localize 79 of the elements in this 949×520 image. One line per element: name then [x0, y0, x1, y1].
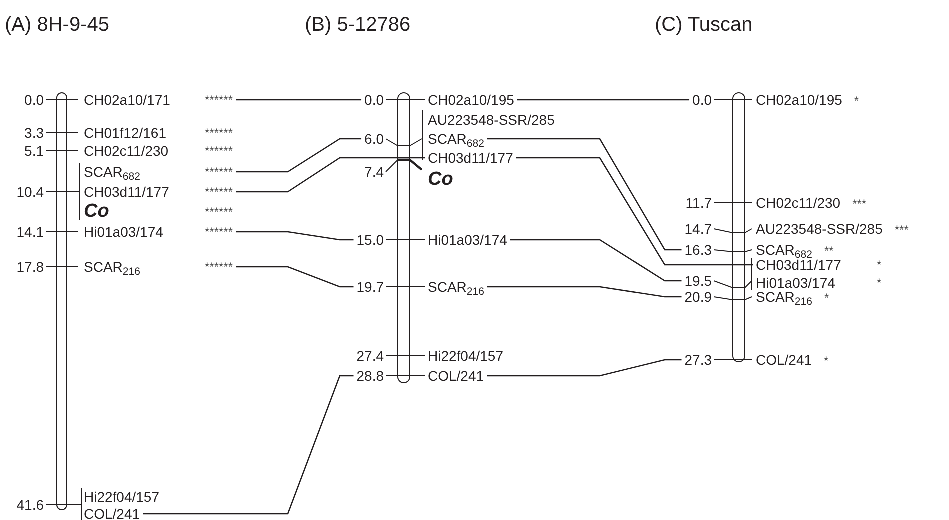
significance-stars: * [824, 353, 829, 369]
map-title: (A) 8H-9-45 [5, 14, 110, 36]
significance-stars: * [854, 93, 860, 109]
connector-line [236, 99, 362, 101]
marker-name: Hi22f04/157 [428, 348, 504, 364]
significance-stars: ** [824, 243, 834, 259]
marker-name: Hi22f04/157 [84, 489, 160, 505]
connector-line [510, 239, 682, 282]
connector-line [143, 375, 354, 515]
marker-name: SCAR$_{682}$ [756, 242, 812, 258]
marker-name: Hi01a03/174 [756, 275, 836, 291]
connector-line [516, 157, 753, 266]
significance-stars: ****** [205, 143, 234, 159]
significance-stars: ****** [205, 125, 234, 141]
significance-stars: ****** [205, 164, 234, 180]
marker-name: CH02c11/230 [756, 195, 841, 211]
significance-stars: ****** [205, 259, 234, 275]
marker-name: CH02c11/230 [84, 143, 169, 159]
position-value: 3.3 [24, 125, 44, 141]
marker-name: COL/241 [84, 506, 140, 520]
position-value: 11.7 [686, 195, 712, 211]
map-title: (C) Tuscan [655, 14, 753, 36]
marker-name: AU223548-SSR/285 [756, 221, 883, 237]
significance-stars: ****** [205, 92, 234, 108]
marker-name: CH02a10/171 [84, 92, 170, 108]
marker-name: COL/241 [756, 352, 812, 368]
marker-name: SCAR$_{216}$ [84, 259, 140, 275]
connector-line [517, 99, 690, 101]
connector-line [487, 286, 682, 298]
significance-stars: ****** [205, 184, 234, 200]
marker-name: CH03d11/177 [756, 257, 842, 273]
marker-name: AU223548-SSR/285 [428, 112, 555, 128]
position-value: 41.6 [16, 497, 44, 513]
connector-line [236, 138, 362, 173]
marker-name: CH01f12/161 [84, 125, 167, 141]
significance-stars: * [824, 290, 830, 306]
gene-name: Co [428, 172, 454, 188]
position-value: 19.7 [356, 279, 384, 295]
connector-line [236, 231, 354, 241]
connector-line [487, 138, 682, 251]
position-value: 0.0 [364, 92, 384, 108]
connector-line [236, 157, 425, 193]
marker-name: CH03d11/177 [428, 150, 514, 166]
map-title: (B) 5-12786 [305, 14, 411, 36]
position-value: 5.1 [24, 143, 44, 159]
marker-name: Hi01a03/174 [84, 224, 164, 240]
gene-name: Co [84, 204, 110, 220]
marker-name: CH03d11/177 [84, 184, 170, 200]
significance-stars: ****** [205, 204, 234, 220]
significance-stars: * [877, 257, 882, 273]
position-value: 6.0 [364, 131, 384, 147]
significance-stars: ****** [205, 224, 234, 240]
marker-name: SCAR$_{216}$ [428, 279, 484, 295]
marker-name: CH02a10/195 [756, 92, 842, 108]
marker-name: COL/241 [428, 368, 484, 384]
position-value: 10.4 [16, 184, 44, 200]
position-value: 16.3 [684, 242, 712, 258]
position-value: 19.5 [684, 273, 712, 289]
connector-line [236, 266, 354, 288]
position-value: 14.7 [684, 221, 712, 237]
position-value: 27.4 [356, 348, 384, 364]
position-value: 14.1 [16, 224, 44, 240]
significance-stars: *** [852, 196, 867, 212]
position-value: 20.9 [684, 289, 712, 305]
marker-name: SCAR$_{682}$ [428, 131, 484, 147]
position-value: 27.3 [684, 352, 712, 368]
position-value: 0.0 [692, 92, 712, 108]
position-value: 17.8 [16, 259, 44, 275]
marker-name: Hi01a03/174 [428, 232, 508, 248]
position-value: 28.8 [356, 368, 384, 384]
marker-name: SCAR$_{682}$ [84, 164, 140, 180]
position-value: 15.0 [356, 232, 384, 248]
marker-name: CH02a10/195 [428, 92, 514, 108]
marker-name: SCAR$_{216}$ [756, 289, 812, 305]
position-value: 0.0 [24, 92, 44, 108]
position-value: 7.4 [364, 164, 384, 180]
significance-stars: *** [894, 222, 909, 238]
significance-stars: * [877, 275, 882, 291]
connector-line [487, 359, 682, 377]
